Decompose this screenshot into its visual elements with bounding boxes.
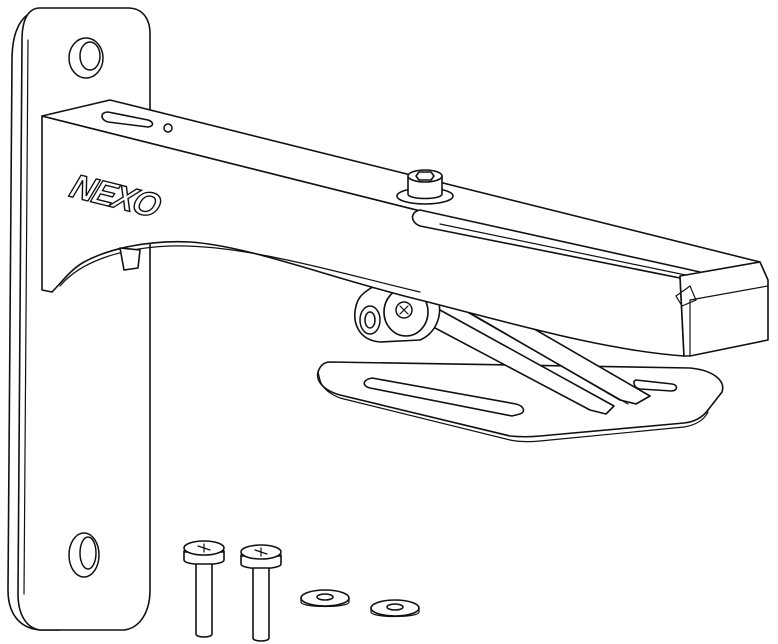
bracket-arm [41, 99, 769, 357]
washer [370, 599, 420, 618]
mounting-plate [316, 361, 724, 443]
bottom-mounting-hole [68, 532, 100, 578]
top-mounting-hole [68, 37, 104, 79]
screw [240, 544, 282, 642]
washer [300, 589, 350, 608]
locking-knob [396, 169, 454, 205]
screw [183, 540, 225, 638]
wall-plate [7, 7, 151, 631]
